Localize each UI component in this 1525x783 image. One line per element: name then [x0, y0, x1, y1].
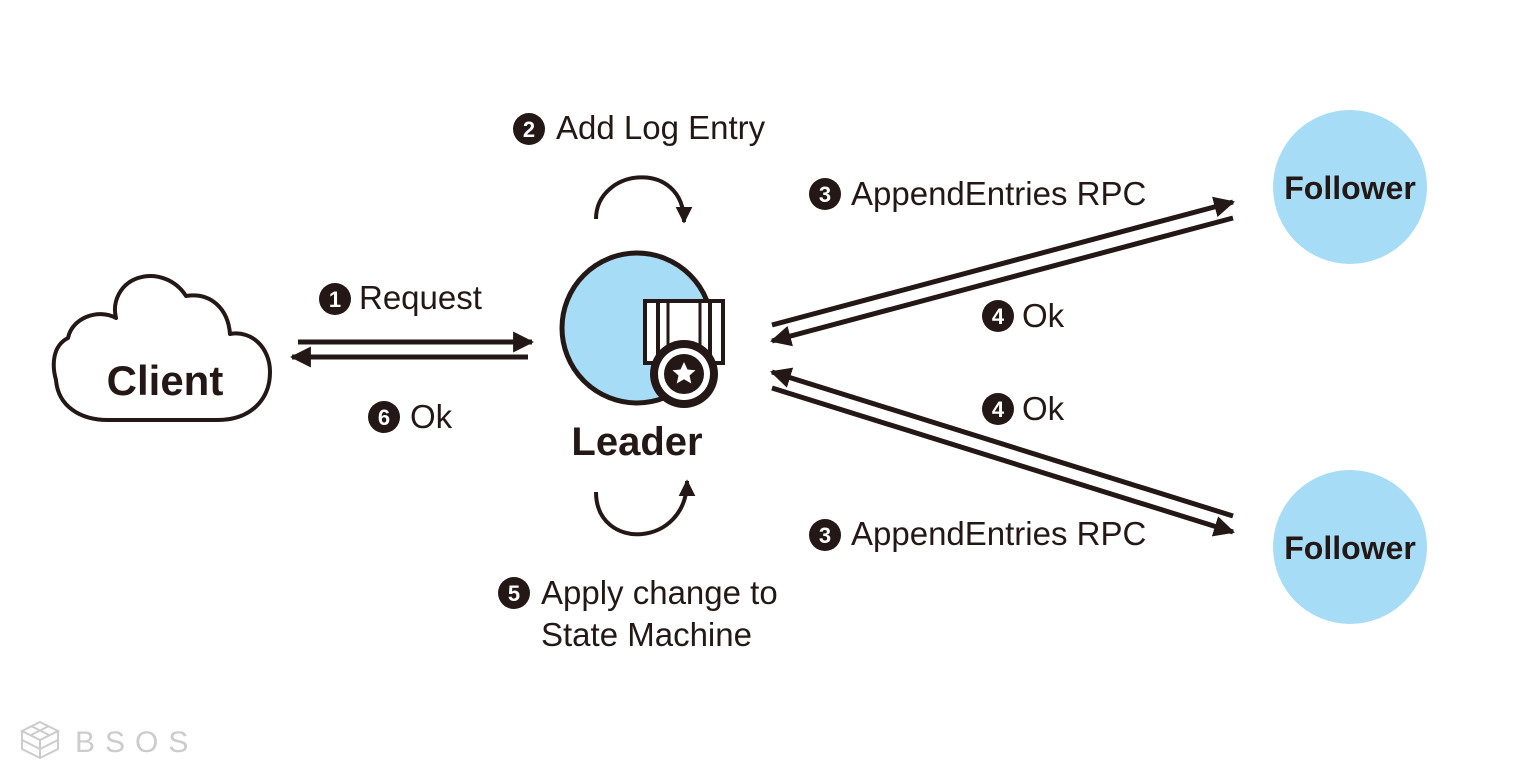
step-badge [982, 300, 1014, 332]
step-text: AppendEntries RPC [851, 515, 1146, 552]
step-number: 2 [523, 117, 535, 142]
step-text: Ok [1022, 297, 1065, 334]
step-text: Ok [410, 398, 453, 435]
step-request: 1 Request [319, 279, 482, 316]
step-badge [809, 519, 841, 551]
step-badge [498, 577, 530, 609]
step-text: AppendEntries RPC [851, 175, 1146, 212]
watermark-text: BSOS [75, 726, 198, 759]
step-append-top: 3 AppendEntries RPC [809, 175, 1146, 212]
step-text: Add Log Entry [556, 109, 766, 146]
step-number: 4 [992, 304, 1005, 329]
watermark: BSOS [19, 720, 198, 760]
step-number: 4 [992, 397, 1005, 422]
append-top-arrow [771, 196, 1236, 328]
step-number: 3 [819, 182, 831, 207]
leader-node: Leader [559, 250, 725, 464]
step-number: 5 [508, 581, 520, 606]
step-ok-bottom: 4 Ok [982, 390, 1065, 427]
step-badge [982, 393, 1014, 425]
step-apply: 5 Apply change to State Machine [498, 574, 778, 653]
follower-bottom-node: Follower [1273, 470, 1427, 624]
ok-top-arrow [769, 215, 1234, 347]
step-number: 3 [819, 523, 831, 548]
leader-label: Leader [571, 420, 702, 464]
follower-top-node: Follower [1273, 110, 1427, 264]
step-badge [513, 113, 545, 145]
step-add-log: 2 Add Log Entry [513, 109, 766, 146]
cloud-icon [51, 274, 272, 422]
step-number: 1 [329, 287, 341, 312]
follower-bottom-circle [1273, 470, 1427, 624]
step-append-bottom: 3 AppendEntries RPC [809, 515, 1146, 552]
follower-bottom-label: Follower [1284, 530, 1416, 566]
medal-icon [643, 299, 725, 408]
cube-logo-icon [19, 720, 61, 760]
step-ok-client: 6 Ok [368, 398, 453, 435]
step-ok-top: 4 Ok [982, 297, 1065, 334]
client-label: Client [107, 357, 224, 404]
step-badge [319, 283, 351, 315]
step-text: Request [359, 279, 482, 316]
ok-bottom-arrow [769, 367, 1234, 519]
step-text: Ok [1022, 390, 1065, 427]
client-node: Client [51, 274, 272, 422]
follower-top-circle [1273, 110, 1427, 264]
apply-loop-arrow [594, 479, 696, 537]
add-log-loop-arrow [594, 175, 693, 224]
step-text-line1: Apply change to [541, 574, 778, 611]
step-badge [368, 401, 400, 433]
append-bottom-arrow [771, 385, 1236, 537]
step-badge [809, 178, 841, 210]
step-text-line2: State Machine [541, 616, 752, 653]
follower-top-label: Follower [1284, 170, 1416, 206]
step-number: 6 [378, 405, 390, 430]
